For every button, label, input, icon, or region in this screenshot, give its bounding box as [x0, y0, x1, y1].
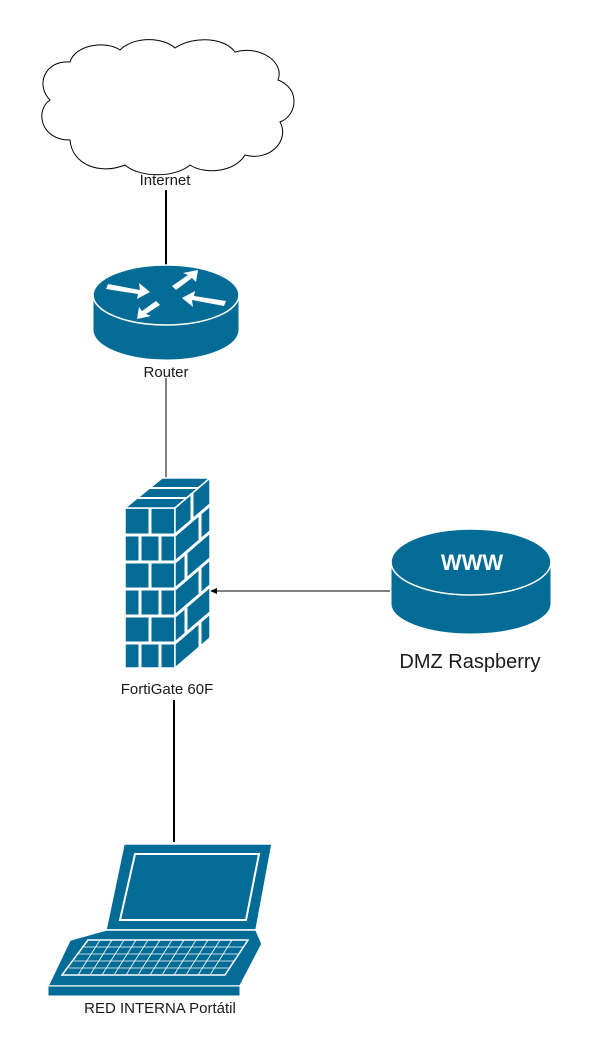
- www-badge: WWW: [441, 550, 504, 575]
- internet-label: Internet: [140, 172, 192, 189]
- dmz-node: WWW DMZ Raspberry: [390, 528, 552, 673]
- laptop-icon: [46, 843, 273, 997]
- firewall-icon: [122, 476, 213, 670]
- router-label: Router: [143, 364, 188, 381]
- connections: [165, 190, 390, 842]
- firewall-label: FortiGate 60F: [121, 681, 214, 698]
- router-node: Router: [92, 264, 240, 381]
- internet-node: Internet: [41, 39, 295, 189]
- dmz-label: DMZ Raspberry: [399, 651, 540, 673]
- cloud-icon: [41, 39, 295, 176]
- router-icon: [92, 264, 240, 361]
- web-server-icon: WWW: [390, 528, 552, 635]
- firewall-node: FortiGate 60F: [121, 476, 214, 698]
- laptop-node: RED INTERNA Portátil: [46, 843, 273, 1017]
- laptop-label: RED INTERNA Portátil: [84, 1000, 236, 1017]
